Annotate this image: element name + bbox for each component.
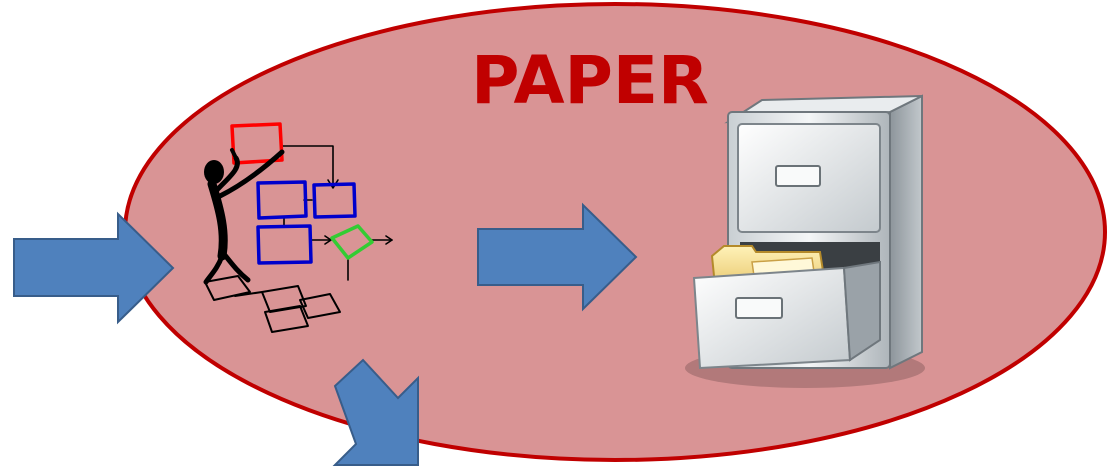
output-arrow <box>332 358 419 466</box>
input-arrow <box>13 211 175 325</box>
person-arranging-flowchart-icon <box>203 122 393 333</box>
diagram-title: PAPER <box>471 42 709 119</box>
filing-cabinet-icon <box>685 94 925 388</box>
process-to-storage-arrow <box>477 202 638 312</box>
